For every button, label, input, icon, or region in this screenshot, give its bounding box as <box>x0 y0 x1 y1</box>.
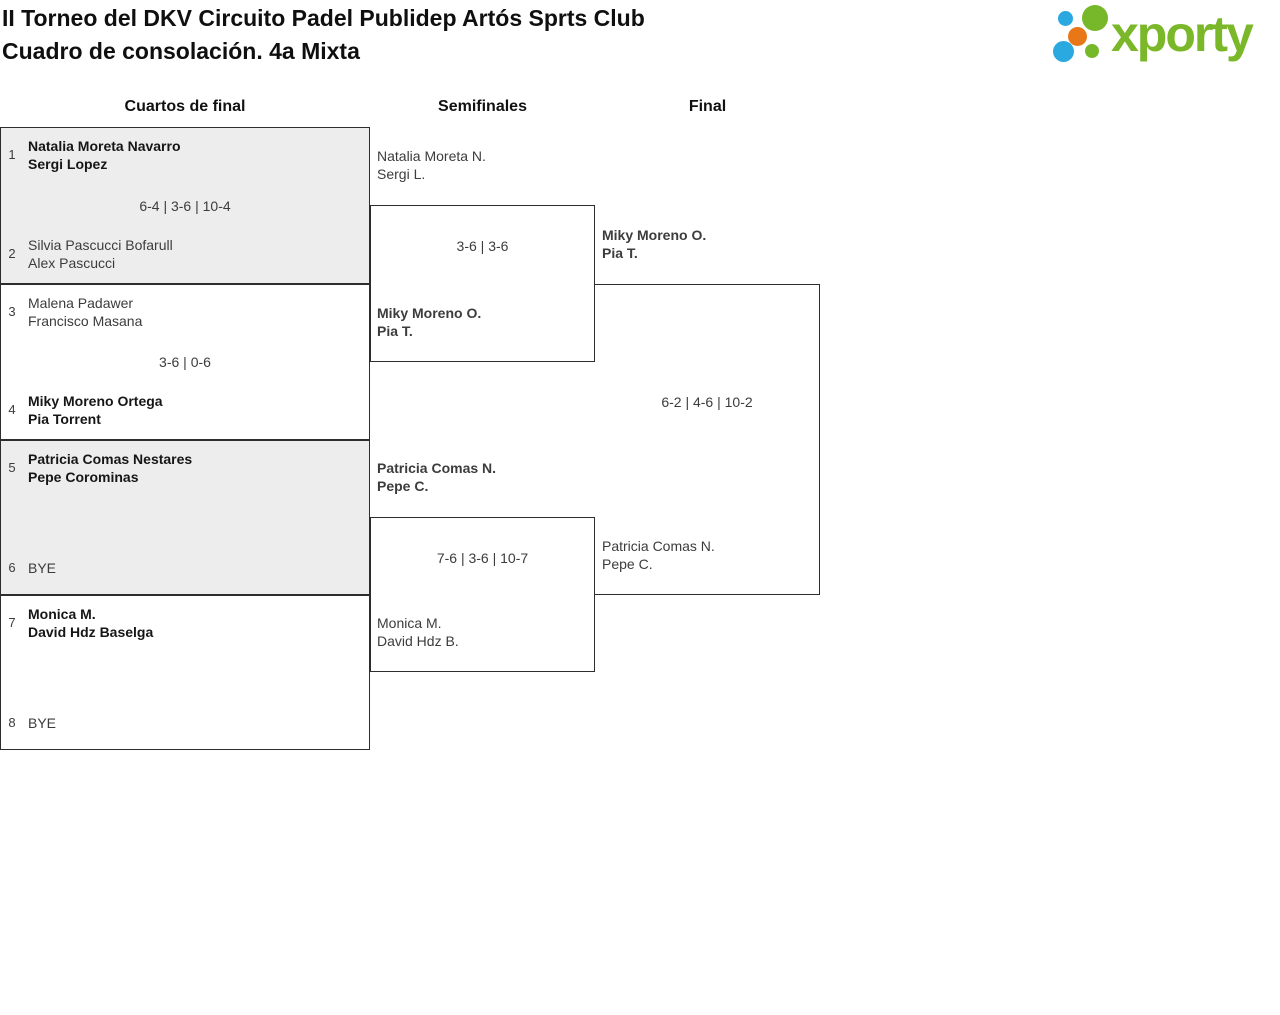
player-name: Miky Moreno Ortega <box>28 393 163 409</box>
player-name: Francisco Masana <box>28 313 143 329</box>
team-entry: Monica M. David Hdz Baselga <box>28 605 153 641</box>
seed-number: 6 <box>8 560 16 575</box>
player-name: Natalia Moreta N. <box>377 148 486 164</box>
player-name: Sergi Lopez <box>28 156 108 172</box>
logo-dot-blue-large-icon <box>1053 41 1074 62</box>
seed-number: 4 <box>8 402 16 417</box>
team-entry: Natalia Moreta Navarro Sergi Lopez <box>28 137 181 173</box>
team-entry: Patricia Comas Nestares Pepe Corominas <box>28 450 192 486</box>
qf-match-1: 1 Natalia Moreta Navarro Sergi Lopez 6-4… <box>0 127 370 284</box>
team-entry: Miky Moreno O. Pia T. <box>377 304 481 340</box>
sf-match-2: 7-6 | 3-6 | 10-7 <box>370 517 595 672</box>
team-entry: Patricia Comas N. Pepe C. <box>377 459 496 495</box>
round-header-semifinales: Semifinales <box>438 98 527 115</box>
player-name: Monica M. <box>28 606 96 622</box>
player-name: Patricia Comas N. <box>602 538 715 554</box>
logo-wordmark: xporty <box>1111 6 1254 62</box>
match-score: 7-6 | 3-6 | 10-7 <box>436 550 529 566</box>
player-name: David Hdz B. <box>377 633 459 649</box>
round-header-cuartos: Cuartos de final <box>124 98 246 115</box>
round-header-final: Final <box>688 98 727 115</box>
bye-entry: BYE <box>28 560 57 576</box>
logo-dot-green-small-icon <box>1085 44 1099 58</box>
team-entry: Malena Padawer Francisco Masana <box>28 294 142 330</box>
seed-number: 8 <box>8 715 16 730</box>
player-name: David Hdz Baselga <box>28 624 154 640</box>
qf-match-3: 5 Patricia Comas Nestares Pepe Corominas… <box>0 440 370 595</box>
qf-match-4: 7 Monica M. David Hdz Baselga 8 BYE <box>0 595 370 750</box>
player-name: Pia Torrent <box>28 411 101 427</box>
team-entry: Miky Moreno O. Pia T. <box>602 226 706 262</box>
player-name: Patricia Comas N. <box>377 460 497 476</box>
seed-number: 5 <box>8 460 16 475</box>
final-match: 6-2 | 4-6 | 10-2 <box>595 284 820 595</box>
player-name: Monica M. <box>377 615 442 631</box>
player-name: Pia T. <box>602 245 638 261</box>
match-score: 3-6 | 3-6 <box>456 238 509 254</box>
seed-number: 1 <box>8 147 16 162</box>
match-score: 6-2 | 4-6 | 10-2 <box>661 394 753 410</box>
logo-dot-green-large-icon <box>1082 5 1108 31</box>
match-score: 3-6 | 0-6 <box>159 354 211 370</box>
logo-dot-orange-icon <box>1068 27 1087 46</box>
page-title-line1: II Torneo del DKV Circuito Padel Publide… <box>2 5 645 31</box>
team-entry: Natalia Moreta N. Sergi L. <box>377 147 486 183</box>
player-name: Pepe Corominas <box>28 469 139 485</box>
player-name: Alex Pascucci <box>28 255 116 271</box>
seed-number: 7 <box>8 615 16 630</box>
player-name: Sergi L. <box>377 166 426 182</box>
player-name: Pepe C. <box>602 556 653 572</box>
qf-match-2: 3 Malena Padawer Francisco Masana 3-6 | … <box>0 284 370 440</box>
xporty-logo[interactable]: xporty <box>1048 0 1280 75</box>
seed-number: 2 <box>8 246 16 261</box>
player-name: Natalia Moreta Navarro <box>28 138 181 154</box>
sf-match-1: 3-6 | 3-6 <box>370 205 595 362</box>
bye-entry: BYE <box>28 715 57 731</box>
page-title: II Torneo del DKV Circuito Padel Publide… <box>2 2 645 68</box>
page-title-line2: Cuadro de consolación. 4a Mixta <box>2 38 360 64</box>
team-entry: Miky Moreno Ortega Pia Torrent <box>28 392 163 428</box>
player-name: Pepe C. <box>377 478 429 494</box>
team-entry: Patricia Comas N. Pepe C. <box>602 537 715 573</box>
team-entry: Silvia Pascucci Bofarull Alex Pascucci <box>28 236 173 272</box>
seed-number: 3 <box>8 304 16 319</box>
player-name: Miky Moreno O. <box>602 227 707 243</box>
player-name: Malena Padawer <box>28 295 134 311</box>
player-name: Silvia Pascucci Bofarull <box>28 237 173 253</box>
match-score: 6-4 | 3-6 | 10-4 <box>139 197 231 214</box>
player-name: Miky Moreno O. <box>377 305 482 321</box>
team-entry: Monica M. David Hdz B. <box>377 614 459 650</box>
logo-dot-blue-small-icon <box>1058 11 1073 26</box>
player-name: Pia T. <box>377 323 413 339</box>
player-name: Patricia Comas Nestares <box>28 451 193 467</box>
